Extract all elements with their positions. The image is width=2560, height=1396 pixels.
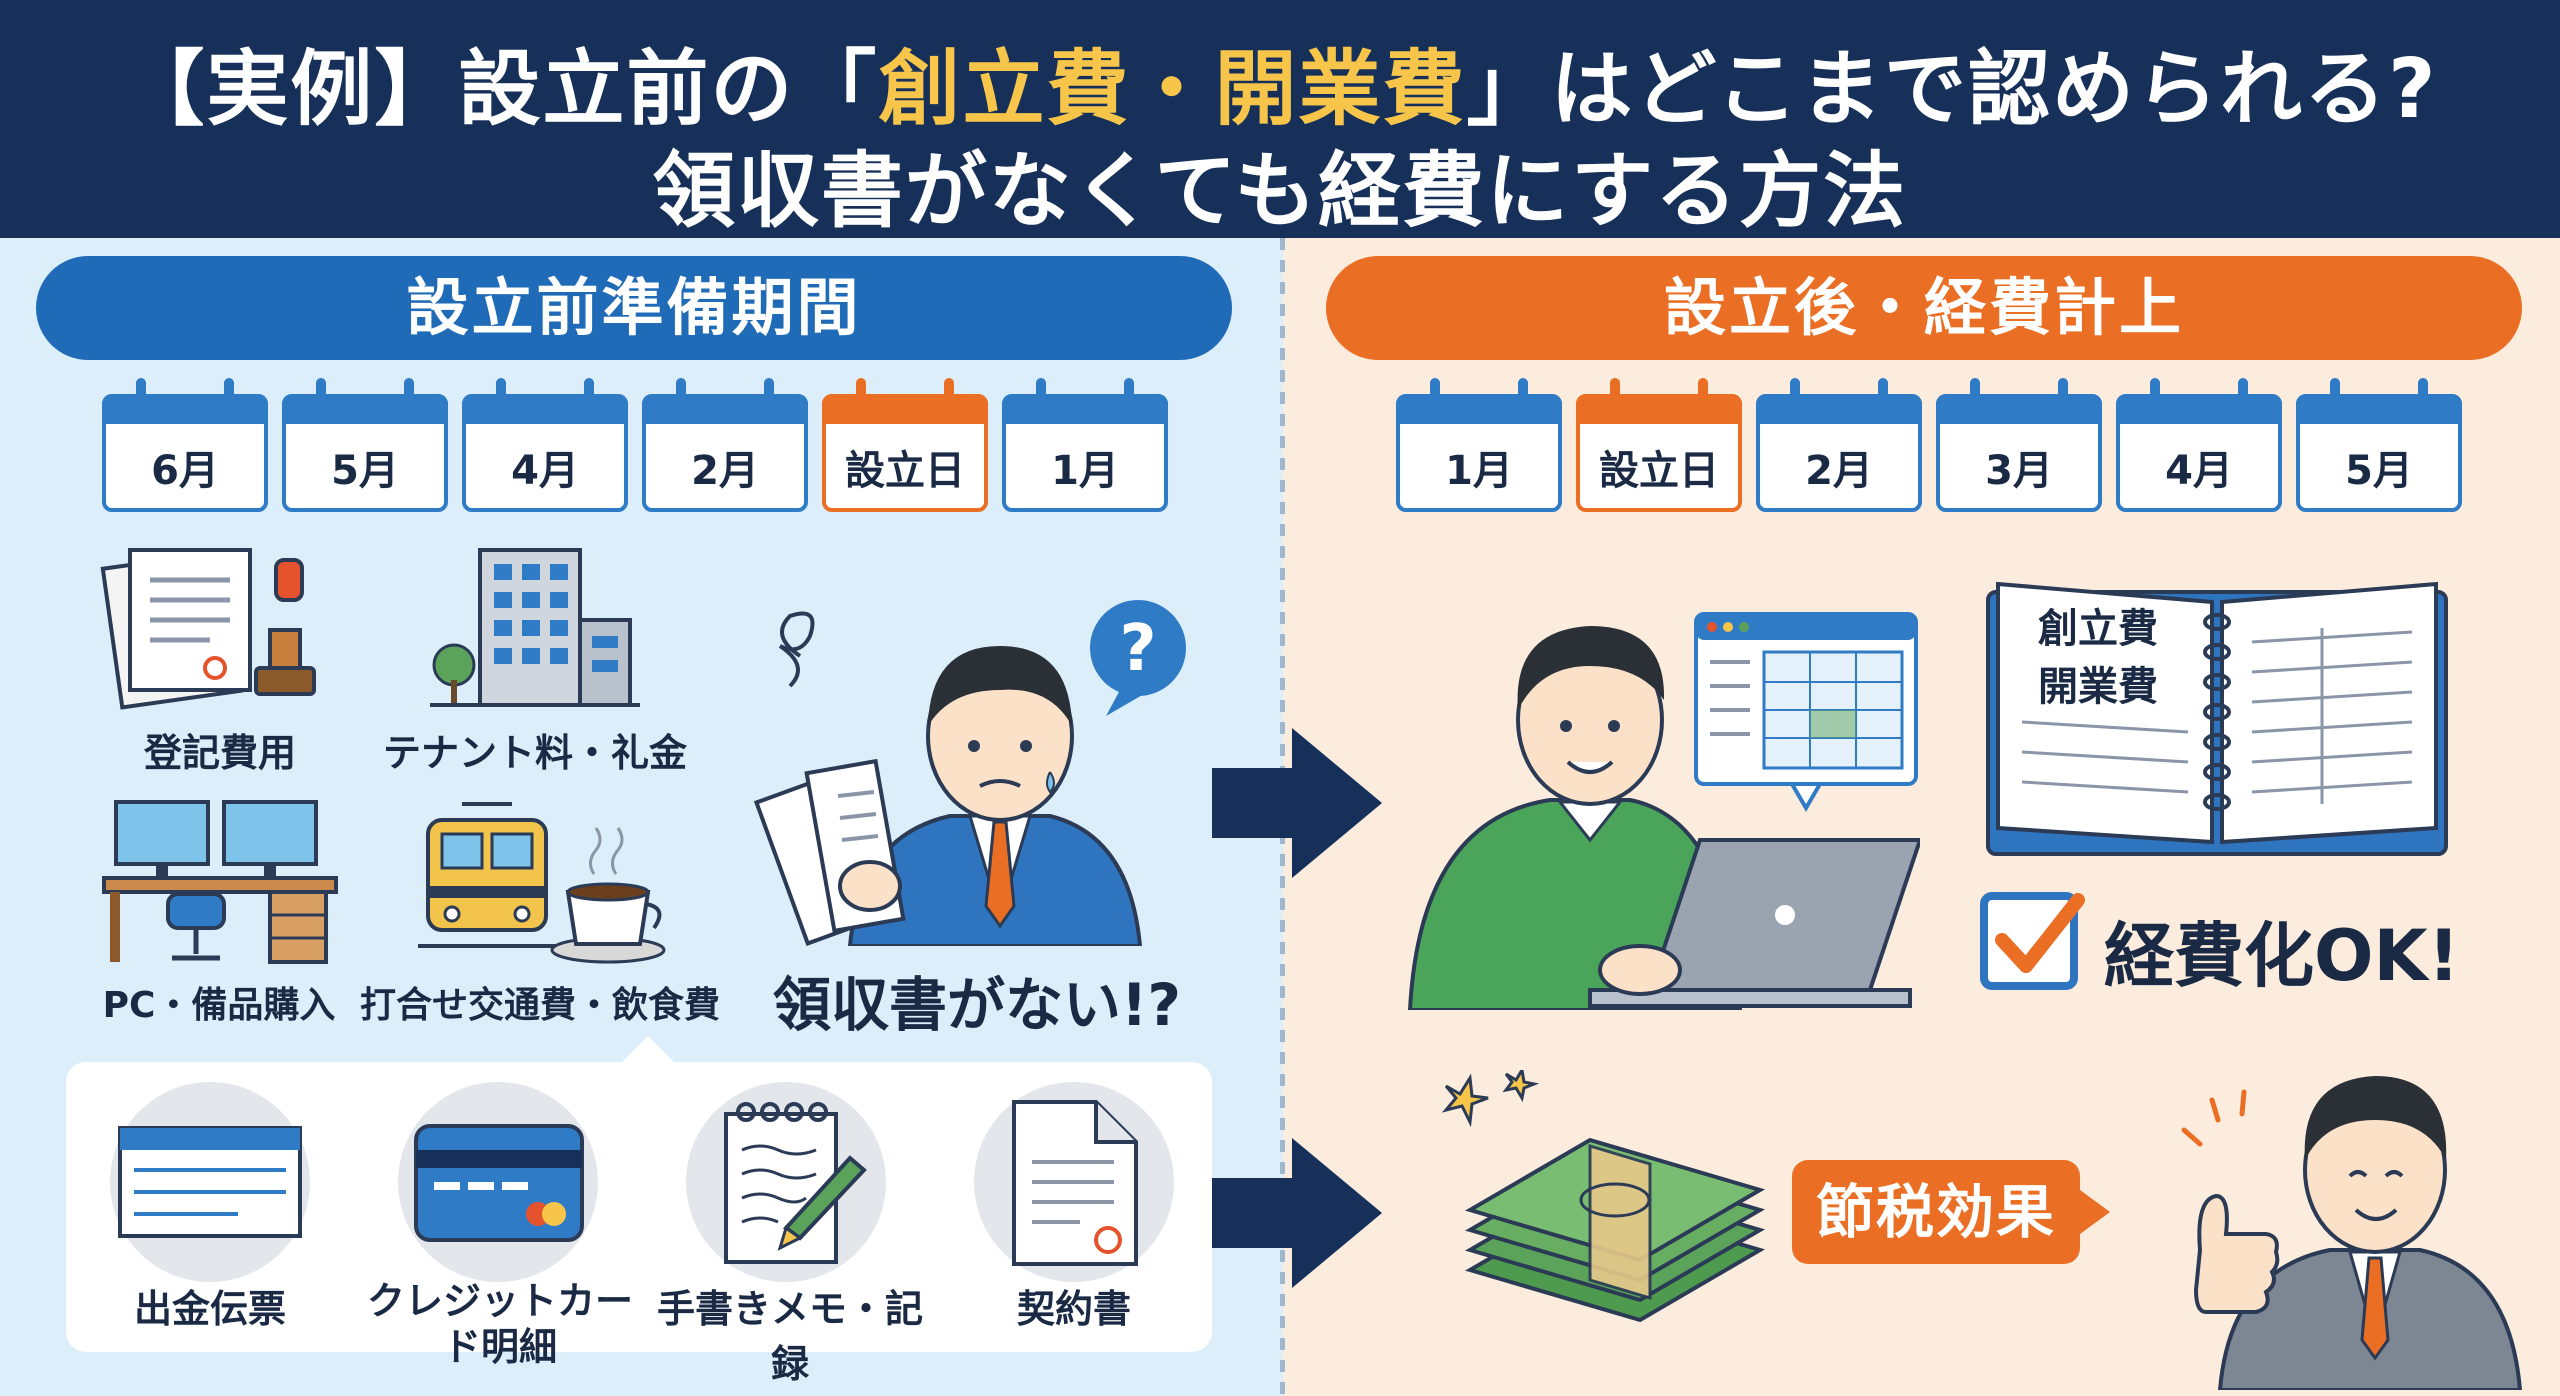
doc-payment-slip: 出金伝票 xyxy=(133,1287,286,1331)
expense-ok-text: 経費化OK! xyxy=(2104,915,2460,997)
credit-card-icon xyxy=(414,1124,584,1242)
doc-handwritten-memo: 手書きメモ・記録 xyxy=(656,1287,923,1386)
item-transport-meals: 打合せ交通費・飲食費 xyxy=(359,985,720,1026)
man-with-laptop-icon xyxy=(1407,626,1920,1010)
doc-contract: 契約書 xyxy=(1016,1287,1131,1331)
no-receipt-text: 領収書がない!? xyxy=(772,971,1182,1039)
right-calendar-item: 3月 xyxy=(1936,378,2102,512)
checkbox-checked-icon xyxy=(1980,892,2085,990)
ledger-book-icon xyxy=(1986,581,2448,856)
title-highlight: 創立費・開業費 xyxy=(878,42,1467,137)
doc-credit-card-statement: クレジットカード明細 xyxy=(366,1279,633,1369)
left-calendar-item: 6月 xyxy=(102,378,268,512)
right-calendar-item: 1月 xyxy=(1396,378,1562,512)
spreadsheet-window-icon xyxy=(1694,612,1918,812)
payment-slip-icon xyxy=(118,1126,302,1238)
item-tenant-fee: テナント料・礼金 xyxy=(382,731,687,775)
businessman-thumbs-up-icon xyxy=(2181,1076,2523,1390)
left-calendar-item: 5月 xyxy=(282,378,448,512)
left-section-title: 設立前準備期間 xyxy=(36,256,1232,360)
right-calendar-item: 5月 xyxy=(2296,378,2462,512)
pc-desk-icon xyxy=(102,800,338,964)
train-coffee-icon xyxy=(418,802,666,964)
right-calendar-item: 4月 xyxy=(2116,378,2282,512)
right-calendar-item: 2月 xyxy=(1756,378,1922,512)
ledger-labels: 創立費開業費 xyxy=(2038,606,2158,710)
contract-document-icon xyxy=(1012,1100,1138,1266)
left-calendar-founding-day: 設立日 xyxy=(822,378,988,512)
arrow-right-icon xyxy=(1212,1138,1382,1288)
handwritten-memo-icon xyxy=(724,1102,867,1264)
left-calendar-item: 4月 xyxy=(462,378,628,512)
money-stack-icon xyxy=(1441,1070,1766,1323)
worried-man-receipts-icon: ? xyxy=(753,600,1186,946)
left-calendar-item: 1月 xyxy=(1002,378,1168,512)
title-line-1: 【実例】設立前の「創立費・開業費」はどこまで認められる? xyxy=(122,42,2438,137)
tax-saving-badge: 節税効果 xyxy=(1792,1160,2110,1264)
left-calendar-item: 2月 xyxy=(642,378,808,512)
right-section-title: 設立後・経費計上 xyxy=(1326,256,2522,360)
office-building-icon xyxy=(430,548,640,707)
arrow-right-icon xyxy=(1212,728,1382,878)
header-banner: 【実例】設立前の「創立費・開業費」はどこまで認められる? 領収書がなくても経費に… xyxy=(0,0,2560,239)
item-pc-equipment: PC・備品購入 xyxy=(102,985,336,1026)
title-line-2: 領収書がなくても経費にする方法 xyxy=(652,144,1908,239)
svg-text:?: ? xyxy=(1119,612,1156,686)
item-registration-fee: 登記費用 xyxy=(143,731,296,775)
registration-documents-icon xyxy=(100,548,316,710)
right-calendar-founding-day: 設立日 xyxy=(1576,378,1742,512)
